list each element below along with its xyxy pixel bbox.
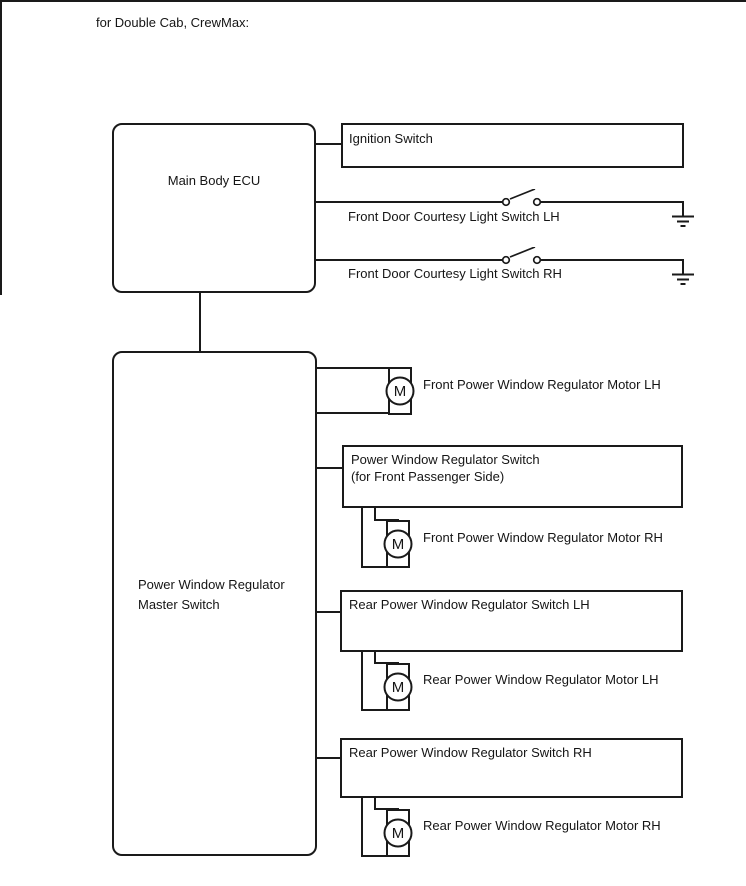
wire-rear-motor-rh-inner <box>374 798 376 810</box>
page-border-top <box>0 0 746 2</box>
wire-front-motor-rh-outer <box>361 508 363 568</box>
motor-symbol-letter: M <box>392 679 405 696</box>
wire-courtesy-lh-right <box>540 201 684 203</box>
rear-switch-lh-box: Rear Power Window Regulator Switch LH <box>340 590 683 652</box>
wire-rear-motor-rh-outer <box>361 798 363 857</box>
wire-courtesy-lh-left <box>315 201 503 203</box>
ground-icon <box>672 202 694 227</box>
wire-courtesy-rh-left <box>315 259 503 261</box>
motor-symbol-letter: M <box>392 536 405 553</box>
wire-master-to-rear-switch-lh <box>315 611 340 613</box>
courtesy-switch-lh-label: Front Door Courtesy Light Switch LH <box>348 209 560 224</box>
passenger-switch-label: Power Window Regulator Switch (for Front… <box>351 452 540 484</box>
wire-master-to-rear-switch-rh <box>315 757 340 759</box>
front-motor-lh-label: Front Power Window Regulator Motor LH <box>423 377 661 392</box>
courtesy-switch-rh-label: Front Door Courtesy Light Switch RH <box>348 266 562 281</box>
motor-icon: M <box>385 366 415 415</box>
main-body-ecu-box: Main Body ECU <box>112 123 316 293</box>
wire-ecu-to-ignition <box>315 143 342 145</box>
page-border-left <box>0 0 2 295</box>
wire-master-to-passenger-switch <box>315 467 342 469</box>
front-motor-rh-label: Front Power Window Regulator Motor RH <box>423 530 663 545</box>
ignition-switch-label: Ignition Switch <box>349 131 433 146</box>
wire-front-motor-rh-inner <box>374 508 376 521</box>
motor-symbol-letter: M <box>392 825 405 842</box>
motor-icon: M <box>383 808 413 857</box>
rear-switch-rh-box: Rear Power Window Regulator Switch RH <box>340 738 683 798</box>
rear-motor-rh-label: Rear Power Window Regulator Motor RH <box>423 818 661 833</box>
wire-front-motor-rh-outer <box>361 566 399 568</box>
rear-switch-lh-label: Rear Power Window Regulator Switch LH <box>349 597 590 612</box>
wire-rear-motor-lh-outer <box>361 709 399 711</box>
motor-icon: M <box>383 519 413 568</box>
rear-motor-lh-label: Rear Power Window Regulator Motor LH <box>423 672 659 687</box>
wire-rear-motor-lh-inner <box>374 652 376 664</box>
wire-ecu-to-master <box>199 292 201 352</box>
motor-symbol-letter: M <box>394 383 407 400</box>
ignition-switch-box: Ignition Switch <box>341 123 684 168</box>
page-title: for Double Cab, CrewMax: <box>96 15 250 30</box>
passenger-switch-box: Power Window Regulator Switch (for Front… <box>342 445 683 508</box>
wire-rear-motor-rh-outer <box>361 855 399 857</box>
main-body-ecu-label: Main Body ECU <box>167 173 261 188</box>
rear-switch-rh-label: Rear Power Window Regulator Switch RH <box>349 745 592 760</box>
switch-contact-icon <box>501 189 542 207</box>
ground-icon <box>672 260 694 285</box>
wire-rear-motor-lh-outer <box>361 652 363 711</box>
switch-contact-icon <box>501 247 542 265</box>
wire-courtesy-rh-right <box>540 259 684 261</box>
master-switch-label: Power Window Regulator Master Switch <box>138 577 285 612</box>
wire-front-motor-lh-top <box>315 367 401 369</box>
motor-icon: M <box>383 662 413 711</box>
wire-front-motor-lh-bottom <box>315 412 401 414</box>
master-switch-box: Power Window Regulator Master Switch <box>112 351 317 856</box>
